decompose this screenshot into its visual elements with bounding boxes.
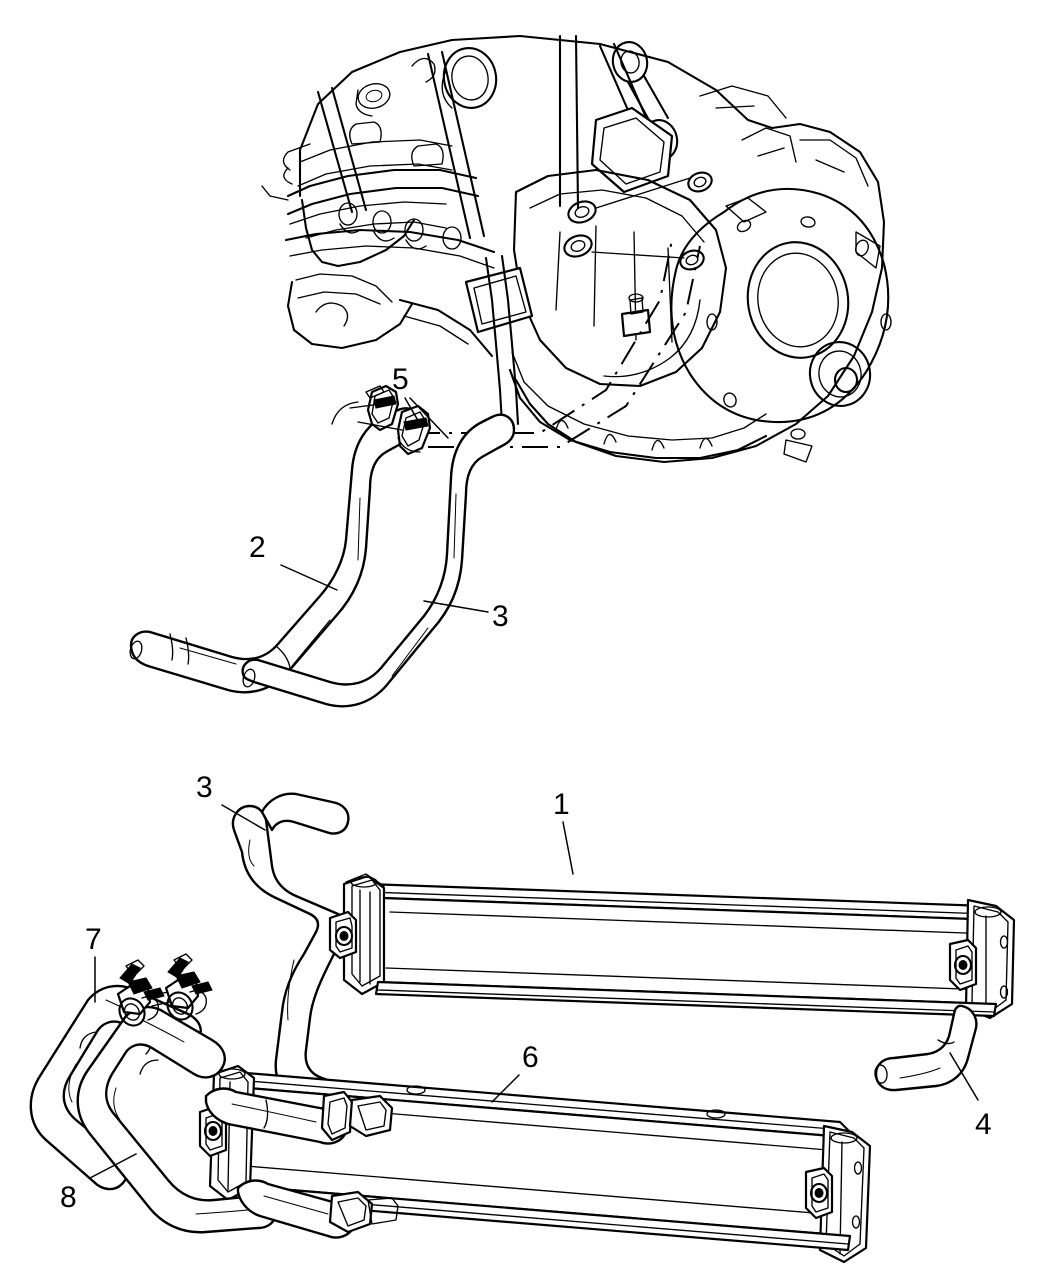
- leader-5b: [409, 397, 449, 439]
- lower-cooler-assembly: [29, 953, 872, 1264]
- hose-route-dashed-lower: [428, 245, 701, 448]
- engine-transmission-assembly: [261, 34, 892, 464]
- callout-6: 6: [522, 1041, 539, 1074]
- callout-3b: 3: [196, 771, 213, 804]
- leader-2: [280, 564, 338, 591]
- hose-clamp-group: [349, 384, 432, 456]
- hose-part-4: [874, 1004, 978, 1092]
- hose-part-3: [241, 413, 516, 708]
- leader-1: [562, 821, 574, 875]
- leader-lines: [89, 397, 979, 1179]
- callout-4: 4: [975, 1108, 992, 1141]
- hose-route-dashed-upper: [414, 239, 673, 434]
- upper-hose-assembly: [129, 384, 516, 708]
- hose-part-8: [76, 1005, 278, 1234]
- leader-8: [89, 1153, 137, 1179]
- callout-1: 1: [553, 788, 570, 821]
- leader-3: [423, 600, 489, 613]
- quick-connect-fittings-group: [116, 953, 213, 1027]
- leader-5a: [404, 397, 421, 425]
- upper-cooler-assembly: [231, 792, 1016, 1122]
- leader-4: [949, 1052, 979, 1101]
- hose-part-2: [129, 407, 422, 694]
- leader-6: [491, 1074, 520, 1103]
- callout-2: 2: [249, 531, 266, 564]
- leader-3b: [221, 804, 266, 831]
- callout-3: 3: [492, 600, 509, 633]
- callout-7: 7: [85, 923, 102, 956]
- callout-8: 8: [60, 1181, 77, 1214]
- callout-5: 5: [392, 363, 409, 396]
